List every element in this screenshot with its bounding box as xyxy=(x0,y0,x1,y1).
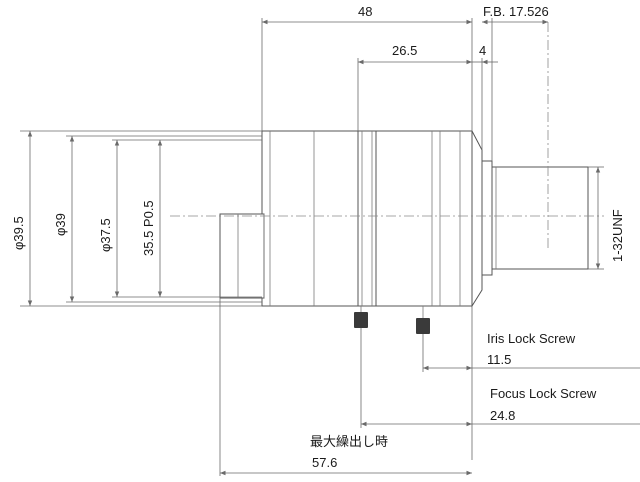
mount-thread-section xyxy=(491,166,589,270)
max-extension-value: 57.6 xyxy=(312,455,337,470)
focus-lock-value: 24.8 xyxy=(490,408,515,423)
focus-lock-screw xyxy=(354,306,368,328)
iris-ring xyxy=(375,130,473,307)
dim-flange-back: F.B. 17.526 xyxy=(483,4,549,19)
dim-diameter-outer: φ39.5 xyxy=(11,216,26,250)
c-mount xyxy=(481,160,493,276)
dim-rear-section: 4 xyxy=(479,43,486,58)
front-barrel xyxy=(261,130,359,307)
focus-tube-extended xyxy=(219,213,265,299)
focus-ring xyxy=(357,130,377,307)
dim-front-section: 26.5 xyxy=(392,43,417,58)
iris-lock-value: 11.5 xyxy=(487,352,511,367)
dim-overall-length: 48 xyxy=(358,4,372,19)
focus-lock-label: Focus Lock Screw xyxy=(490,386,597,401)
rear-taper xyxy=(471,130,483,308)
dim-diameter-mid: φ39 xyxy=(53,213,68,236)
iris-lock-label: Iris Lock Screw xyxy=(487,331,576,346)
lens-body xyxy=(219,130,589,308)
dim-filter-thread: 35.5 P0.5 xyxy=(141,200,156,256)
max-extension-label: 最大繰出し時 xyxy=(310,434,388,449)
dim-mount-thread: 1-32UNF xyxy=(610,209,625,262)
dim-diameter-inner: φ37.5 xyxy=(98,218,113,252)
iris-lock-screw xyxy=(416,306,430,334)
